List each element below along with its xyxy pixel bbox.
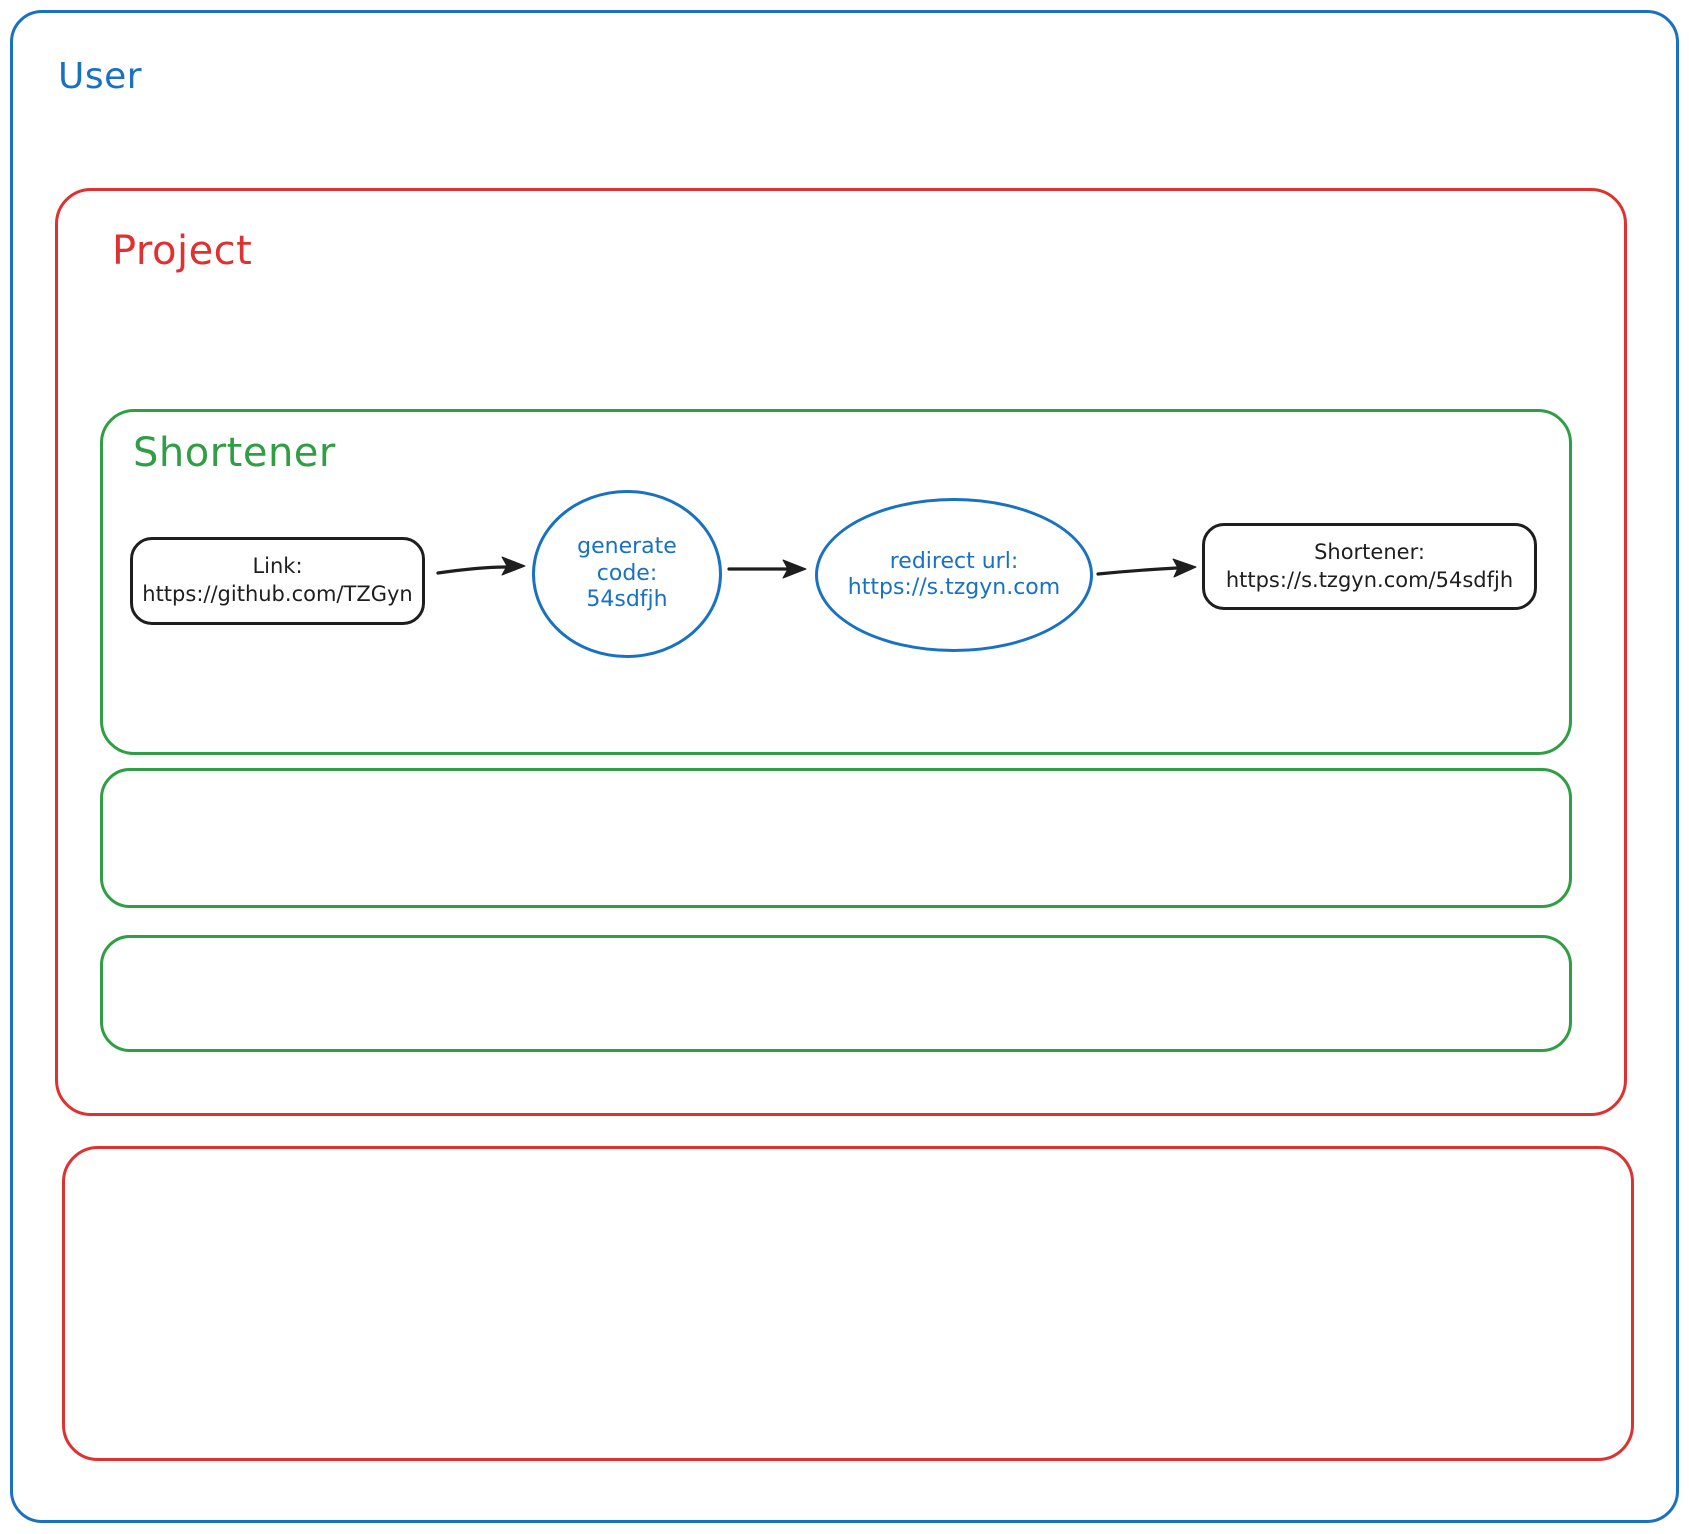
generate-code-node-line: generate xyxy=(577,534,677,560)
project-container-box xyxy=(55,188,1627,1116)
link-node: Link: https://github.com/TZGyn xyxy=(130,537,425,625)
generate-code-node-line: 54sdfjh xyxy=(586,587,668,613)
shortener-label: Shortener xyxy=(133,430,336,476)
shortener-container-box xyxy=(100,409,1572,755)
user-container-box xyxy=(10,10,1679,1523)
shortener-result-node: Shortener: https://s.tzgyn.com/54sdfjh xyxy=(1202,523,1537,610)
redirect-url-node-line: redirect url: xyxy=(889,548,1019,574)
link-node-line: https://github.com/TZGyn xyxy=(142,582,413,606)
empty-red-row xyxy=(62,1146,1634,1461)
empty-green-row-1 xyxy=(100,768,1572,908)
link-node-line: Link: xyxy=(252,554,303,579)
shortener-result-node-line: Shortener: xyxy=(1314,539,1425,564)
generate-code-node-line: code: xyxy=(596,560,658,586)
generate-code-node: generate code: 54sdfjh xyxy=(532,490,722,658)
redirect-url-node-line: https://s.tzgyn.com xyxy=(847,575,1061,600)
empty-green-row-2 xyxy=(100,935,1572,1052)
redirect-url-node: redirect url: https://s.tzgyn.com xyxy=(815,498,1093,652)
project-label: Project xyxy=(112,228,253,274)
shortener-result-node-line: https://s.tzgyn.com/54sdfjh xyxy=(1225,567,1514,592)
user-label: User xyxy=(58,56,143,97)
